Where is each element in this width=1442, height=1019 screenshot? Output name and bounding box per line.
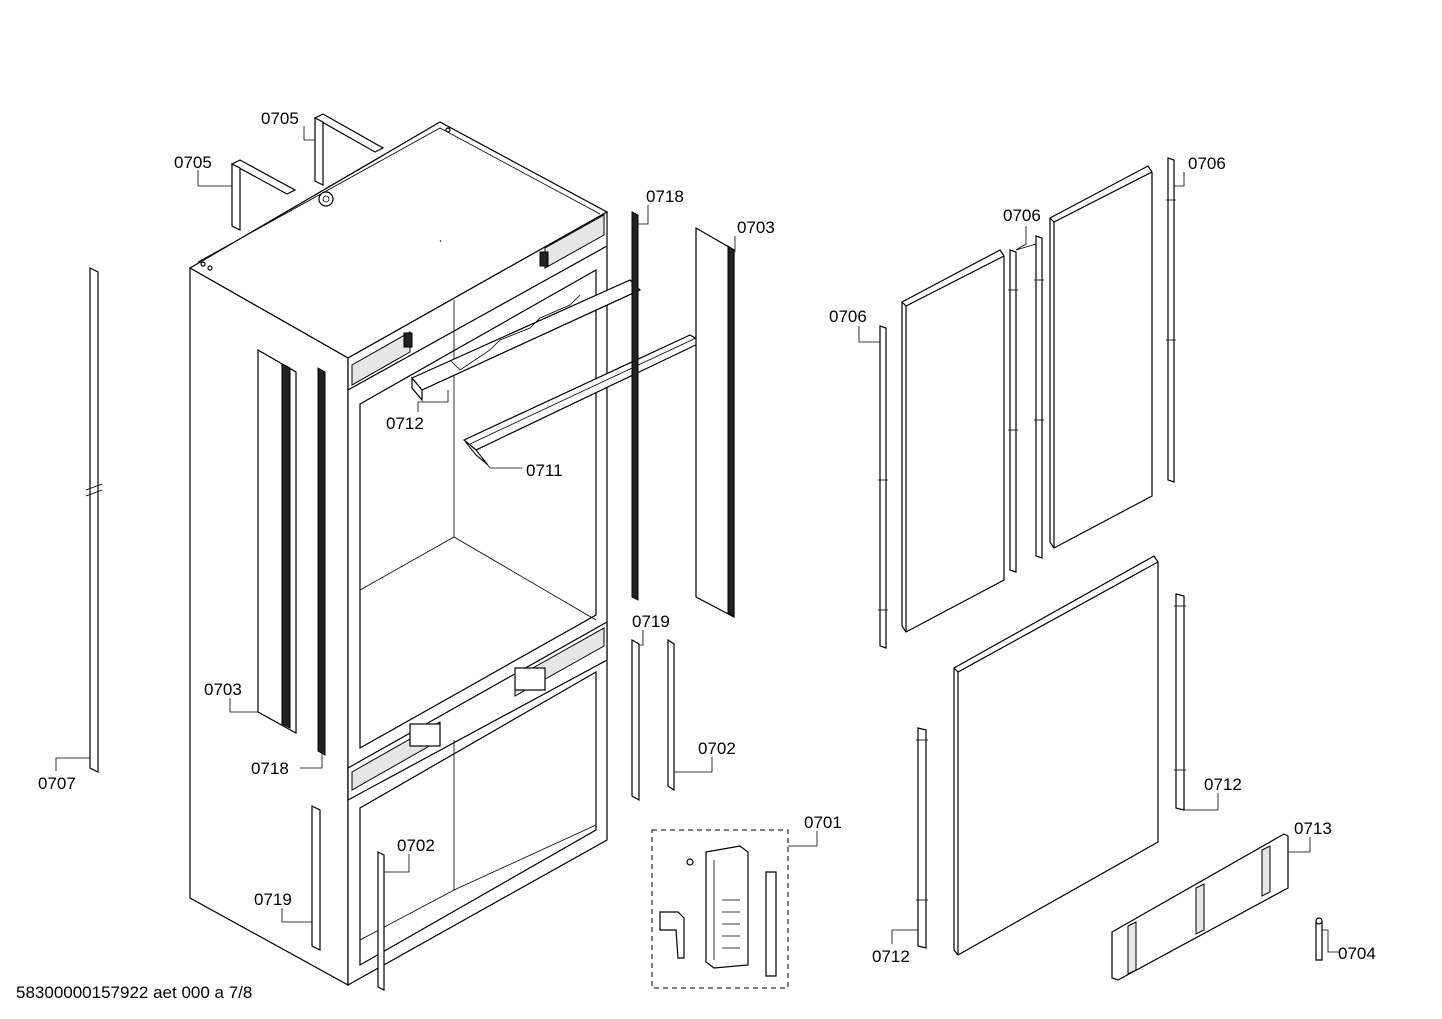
hinge-strip-0706-right [1166, 157, 1176, 483]
callout-0713: 0713 [1294, 819, 1332, 838]
document-code: 58300000157922 aet 000 a 7/8 [16, 983, 252, 1002]
hinge-strip-0706-mid-b [1034, 235, 1044, 559]
callout-0712-rail: 0712 [386, 414, 424, 433]
callout-0706-left: 0706 [829, 307, 867, 326]
callout-0702-right: 0702 [698, 739, 736, 758]
door-panel-0703-right [695, 226, 735, 618]
rail-0712-lower-left [916, 727, 928, 949]
callout-0704: 0704 [1338, 944, 1376, 963]
callout-0712-right: 0712 [1204, 775, 1242, 794]
rail-0712-lower-right [1174, 593, 1186, 811]
door-lower [953, 555, 1159, 956]
callout-0702-left: 0702 [397, 836, 435, 855]
callout-0712-lower: 0712 [872, 947, 910, 966]
kick-plate-0713 [1111, 833, 1289, 981]
callout-0703-left: 0703 [204, 680, 242, 699]
callout-0703-right: 0703 [737, 218, 775, 237]
gasket-0719-right [631, 638, 640, 802]
callout-0705-lower: 0705 [174, 153, 212, 172]
gasket-0718-right [631, 211, 639, 601]
callout-0719-left: 0719 [254, 890, 292, 909]
callout-0705-upper: 0705 [261, 109, 299, 128]
gasket-0718-left [317, 367, 326, 756]
callout-0718-left: 0718 [251, 759, 289, 778]
door-upper-right [1049, 165, 1153, 549]
callout-0718-upper: 0718 [646, 187, 684, 206]
gasket-0719-left [311, 805, 321, 951]
bracket-0705-lower [230, 159, 297, 231]
gasket-0702-left [377, 851, 385, 991]
refrigerator-cabinet [188, 121, 609, 987]
callout-0706-mid: 0706 [1003, 206, 1041, 225]
callout-0707: 0707 [38, 774, 76, 793]
trim-strip-0707 [85, 267, 103, 773]
callout-0711: 0711 [526, 461, 563, 480]
callout-0706-right: 0706 [1188, 154, 1226, 173]
callout-0719-right: 0719 [632, 612, 670, 631]
pin-0704 [1315, 917, 1323, 961]
kit-0701 [651, 829, 789, 989]
callout-labels: 0705 0705 0718 0703 0712 0711 0703 0718 … [38, 109, 1376, 966]
rail-0712-upper [411, 279, 642, 402]
bracket-0705-upper [313, 113, 385, 186]
gasket-0702-right [667, 638, 675, 792]
hinge-strip-0706-left [878, 325, 888, 649]
hinge-strip-0706-mid-a [1008, 249, 1018, 573]
callout-0701: 0701 [804, 813, 842, 832]
leader-lines [55, 126, 1340, 953]
door-upper-left [901, 249, 1005, 633]
